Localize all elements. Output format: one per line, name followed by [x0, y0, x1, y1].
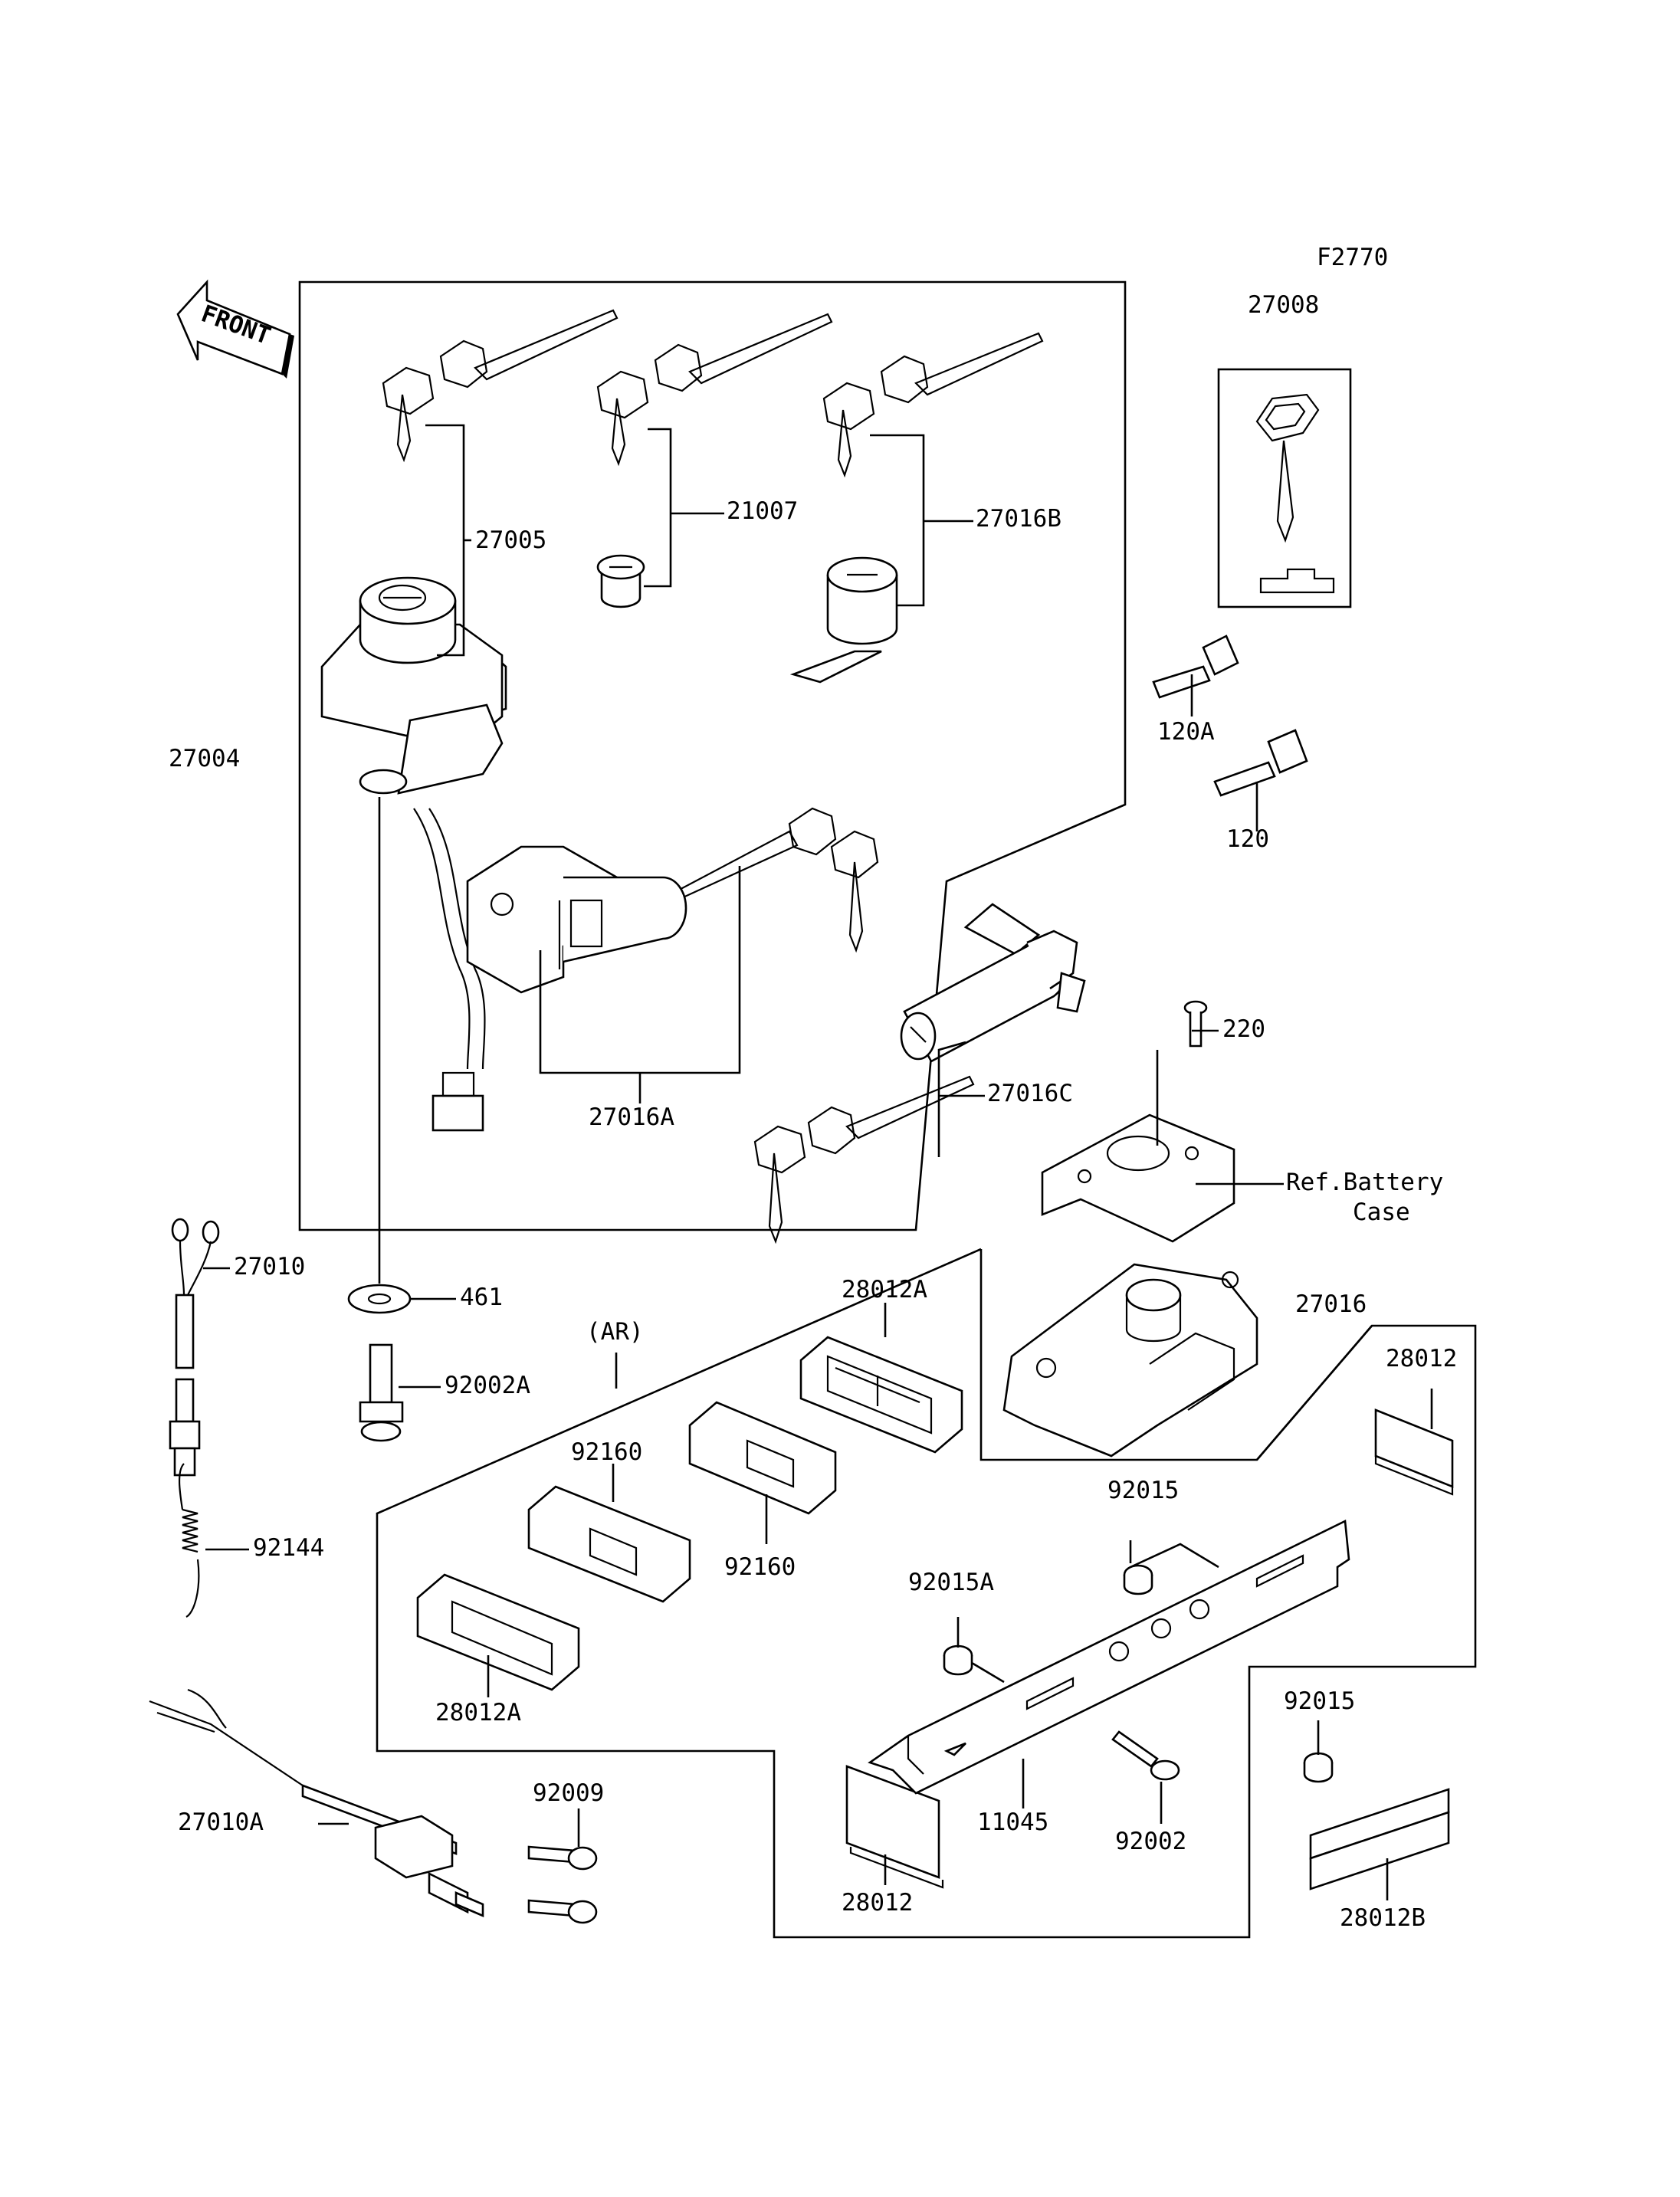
part-label-27016C: 27016C — [987, 1080, 1073, 1107]
part-label-28012A-bottom: 28012A — [435, 1699, 521, 1726]
bolt-92002-icon — [1111, 1730, 1180, 1781]
part-label-120: 120 — [1226, 825, 1269, 853]
part-label-92144: 92144 — [253, 1534, 324, 1562]
switch-27010A-icon — [149, 1688, 484, 1917]
screw-92009-icon — [527, 1845, 598, 1924]
part-label-92160-left: 92160 — [571, 1438, 642, 1466]
bolt-92002A-icon — [359, 1343, 404, 1442]
nut-92015-top-icon — [1123, 1564, 1153, 1595]
bracket-11045-icon — [868, 1520, 1350, 1795]
screw-220-icon — [1183, 1000, 1208, 1048]
washer-461-icon — [347, 1284, 412, 1314]
main-kit-frame — [298, 280, 1127, 1231]
part-label-92015A: 92015A — [908, 1569, 994, 1596]
key-27008-icon — [1255, 393, 1335, 594]
reflector-28012-right-icon — [1374, 1408, 1454, 1496]
key-pair-27016C-icon — [753, 1075, 975, 1244]
reflector-28012A-bottom-icon — [416, 1573, 580, 1691]
seat-lock-27016A-icon — [466, 845, 687, 994]
part-label-11045: 11045 — [977, 1808, 1048, 1836]
part-label-27010A: 27010A — [178, 1808, 264, 1836]
spring-92144-icon — [178, 1463, 200, 1618]
ignition-switch-icon — [320, 576, 507, 1132]
part-label-27010: 27010 — [234, 1253, 305, 1280]
part-label-28012-right: 28012 — [1386, 1345, 1457, 1372]
key-pair-27016B-icon — [822, 332, 1044, 478]
key-pair-27016A-icon — [658, 807, 879, 953]
part-label-92002A: 92002A — [445, 1372, 530, 1399]
part-label-92160-right: 92160 — [724, 1553, 796, 1581]
ar-label: (AR) — [586, 1318, 644, 1346]
battery-case-bracket-icon — [1041, 1113, 1235, 1243]
part-label-27016: 27016 — [1295, 1290, 1367, 1318]
lock-21007-icon — [596, 554, 645, 608]
part-label-27016A: 27016A — [589, 1103, 674, 1131]
part-label-27008: 27008 — [1248, 291, 1319, 319]
gasket-92160-left-icon — [527, 1485, 691, 1603]
leader-lines — [203, 424, 1433, 1900]
reflector-28012A-top-icon — [799, 1336, 963, 1454]
part-label-27016B: 27016B — [976, 505, 1061, 533]
part-label-92015-right: 92015 — [1284, 1687, 1355, 1715]
part-label-21007: 21007 — [727, 497, 798, 525]
part-label-461: 461 — [460, 1284, 503, 1311]
helmet-lock-27016C-icon — [900, 903, 1086, 1063]
key-27008-frame — [1217, 368, 1352, 608]
reflector-frame — [1256, 1325, 1373, 1461]
part-label-27005: 27005 — [475, 526, 546, 554]
gasket-92160-right-icon — [688, 1401, 837, 1515]
bolt-120-icon — [1213, 729, 1308, 797]
lock-27016B-icon — [789, 556, 898, 684]
bolt-120A-icon — [1152, 635, 1239, 699]
ref-battery-label: Ref.Battery — [1286, 1169, 1443, 1196]
nut-92015A-icon — [943, 1644, 973, 1676]
figure-code: F2770 — [1317, 244, 1388, 271]
part-label-28012A-top: 28012A — [842, 1276, 927, 1303]
nut-92015-right-icon — [1303, 1752, 1334, 1783]
front-arrow-icon: FRONT — [176, 279, 294, 379]
part-label-28012-bottom: 28012 — [842, 1889, 913, 1917]
seat-lock-27016-icon — [1002, 1263, 1258, 1458]
wire-27010-icon — [169, 1218, 220, 1477]
key-pair-27005-icon — [382, 309, 619, 463]
ref-battery-case-label: Case — [1353, 1199, 1410, 1226]
part-label-92015-top: 92015 — [1107, 1477, 1179, 1504]
part-label-92009: 92009 — [533, 1779, 604, 1807]
part-label-27004: 27004 — [169, 745, 240, 772]
part-label-92002: 92002 — [1115, 1828, 1186, 1855]
part-label-220: 220 — [1222, 1015, 1265, 1043]
reflector-28012B-icon — [1309, 1788, 1450, 1890]
part-label-120A: 120A — [1157, 718, 1215, 746]
part-label-28012B: 28012B — [1340, 1904, 1426, 1932]
key-pair-21007-icon — [596, 313, 833, 467]
